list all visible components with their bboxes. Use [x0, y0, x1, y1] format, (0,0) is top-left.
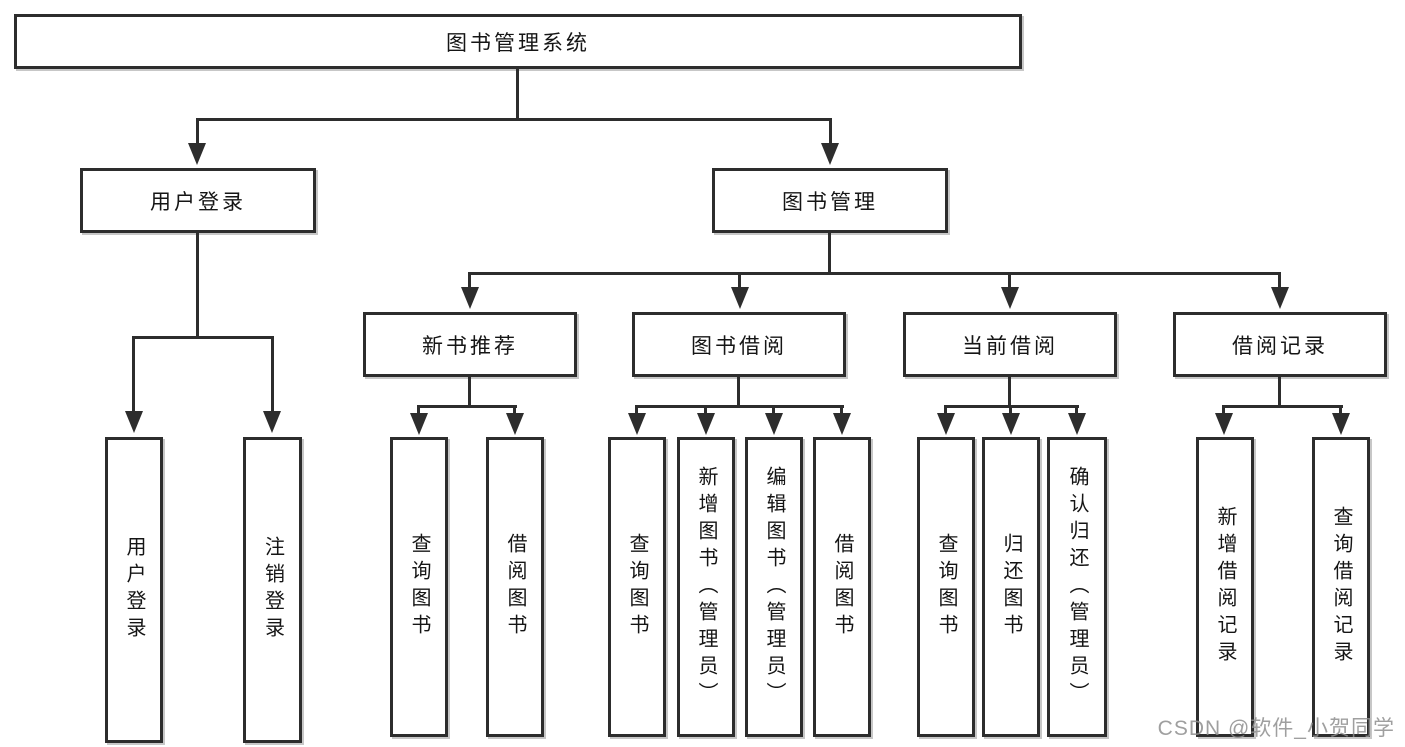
- connector-arrow-shaft-c1: [944, 405, 947, 417]
- arrowhead-d1: [1215, 413, 1233, 435]
- arrowhead-c2: [1002, 413, 1020, 435]
- arrowhead-d2: [1332, 413, 1350, 435]
- leaf-confirm-return-admin: 确认归还（管理员）: [1047, 437, 1107, 737]
- leaf-query-borrow-record: 查询借阅记录: [1312, 437, 1370, 737]
- connector-arrow-shaft-leaf-login: [132, 336, 135, 414]
- connector-arrow-shaft-b1: [635, 405, 638, 417]
- node-user-login-label: 用户登录: [150, 190, 246, 214]
- arrowhead-a1: [410, 413, 428, 435]
- arrowhead-b2: [697, 413, 715, 435]
- connector-arrow-shaft-current-borrowing: [1008, 272, 1011, 290]
- arrowhead-b3: [765, 413, 783, 435]
- connector-groupC-bar: [945, 405, 1079, 408]
- leaf-logout-label: 注销登录: [261, 536, 284, 644]
- node-current-borrowing-label: 当前借阅: [962, 334, 1058, 358]
- csdn-watermark: CSDN @软件_小贺同学: [1157, 717, 1395, 740]
- arrowhead-c1: [937, 413, 955, 435]
- arrowhead-borrow-records: [1271, 287, 1289, 309]
- connector-arrow-shaft-b4: [840, 405, 843, 417]
- leaf-query-books-recommend: 查询图书: [390, 437, 448, 737]
- connector-groupA-bar: [418, 405, 517, 408]
- connector-groupA-stem: [468, 377, 471, 408]
- node-new-book-recommend-label: 新书推荐: [422, 334, 518, 358]
- node-current-borrowing: 当前借阅: [903, 312, 1117, 377]
- connector-groupD-bar: [1223, 405, 1343, 408]
- connector-arrow-shaft-leaf-logout: [271, 336, 274, 414]
- leaf-return-book-label: 归还图书: [1000, 533, 1022, 641]
- connector-arrow-shaft-b2: [704, 405, 707, 417]
- connector-book-management-bar: [470, 272, 1281, 275]
- node-book-management: 图书管理: [712, 168, 948, 233]
- arrowhead-user-login: [188, 143, 206, 165]
- leaf-user-login: 用户登录: [105, 437, 163, 743]
- connector-arrow-shaft-borrow-records: [1278, 272, 1281, 290]
- leaf-borrow-books-borrowing: 借阅图书: [813, 437, 871, 737]
- leaf-query-books-borrowing-label: 查询图书: [626, 533, 648, 641]
- node-user-login: 用户登录: [80, 168, 316, 233]
- leaf-borrow-books-borrowing-label: 借阅图书: [831, 533, 853, 641]
- leaf-confirm-return-admin-label: 确认归还（管理员）: [1066, 465, 1088, 709]
- leaf-borrow-books-recommend-label: 借阅图书: [504, 533, 526, 641]
- leaf-add-book-admin-label: 新增图书（管理员）: [695, 465, 717, 709]
- leaf-query-books-borrowing: 查询图书: [608, 437, 666, 737]
- connector-arrow-shaft-new-book: [468, 272, 471, 290]
- leaf-add-borrow-record-label: 新增借阅记录: [1214, 506, 1236, 668]
- connector-user-login-bar: [133, 336, 274, 339]
- leaf-query-books-recommend-label: 查询图书: [408, 533, 430, 641]
- connector-arrow-shaft-user-login: [196, 118, 199, 146]
- connector-groupB-bar: [636, 405, 844, 408]
- node-root: 图书管理系统: [14, 14, 1022, 69]
- leaf-edit-book-admin-label: 编辑图书（管理员）: [763, 465, 785, 709]
- node-borrow-records: 借阅记录: [1173, 312, 1387, 377]
- connector-arrow-shaft-a2: [513, 405, 516, 417]
- connector-groupD-stem: [1278, 377, 1281, 408]
- connector-arrow-shaft-d1: [1222, 405, 1225, 417]
- connector-arrow-shaft-d2: [1339, 405, 1342, 417]
- connector-root-stem: [516, 69, 519, 121]
- connector-groupC-stem: [1008, 377, 1011, 408]
- connector-user-login-stem: [196, 233, 199, 339]
- connector-root-bar: [197, 118, 831, 121]
- arrowhead-a2: [506, 413, 524, 435]
- leaf-borrow-books-recommend: 借阅图书: [486, 437, 544, 737]
- arrowhead-new-book: [461, 287, 479, 309]
- arrowhead-b1: [628, 413, 646, 435]
- leaf-logout: 注销登录: [243, 437, 302, 743]
- arrowhead-book-management: [821, 143, 839, 165]
- leaf-return-book: 归还图书: [982, 437, 1040, 737]
- leaf-query-books-current: 查询图书: [917, 437, 975, 737]
- arrowhead-current-borrowing: [1001, 287, 1019, 309]
- connector-arrow-shaft-b3: [772, 405, 775, 417]
- node-new-book-recommend: 新书推荐: [363, 312, 577, 377]
- arrowhead-leaf-login: [125, 411, 143, 433]
- leaf-add-borrow-record: 新增借阅记录: [1196, 437, 1254, 737]
- connector-arrow-shaft-book-management: [829, 118, 832, 146]
- arrowhead-book-borrowing: [731, 287, 749, 309]
- connector-book-management-stem: [828, 233, 831, 275]
- leaf-query-books-current-label: 查询图书: [935, 533, 957, 641]
- node-book-borrowing-label: 图书借阅: [691, 334, 787, 358]
- node-borrow-records-label: 借阅记录: [1232, 334, 1328, 358]
- leaf-add-book-admin: 新增图书（管理员）: [677, 437, 735, 737]
- connector-arrow-shaft-a1: [417, 405, 420, 417]
- connector-arrow-shaft-c3: [1075, 405, 1078, 417]
- connector-arrow-shaft-c2: [1009, 405, 1012, 417]
- leaf-edit-book-admin: 编辑图书（管理员）: [745, 437, 803, 737]
- node-book-borrowing: 图书借阅: [632, 312, 846, 377]
- connector-groupB-stem: [737, 377, 740, 408]
- arrowhead-leaf-logout: [263, 411, 281, 433]
- leaf-user-login-label: 用户登录: [123, 536, 145, 644]
- arrowhead-b4: [833, 413, 851, 435]
- node-root-label: 图书管理系统: [446, 31, 590, 55]
- node-book-management-label: 图书管理: [782, 190, 878, 214]
- connector-arrow-shaft-book-borrowing: [738, 272, 741, 290]
- leaf-query-borrow-record-label: 查询借阅记录: [1330, 506, 1352, 668]
- arrowhead-c3: [1068, 413, 1086, 435]
